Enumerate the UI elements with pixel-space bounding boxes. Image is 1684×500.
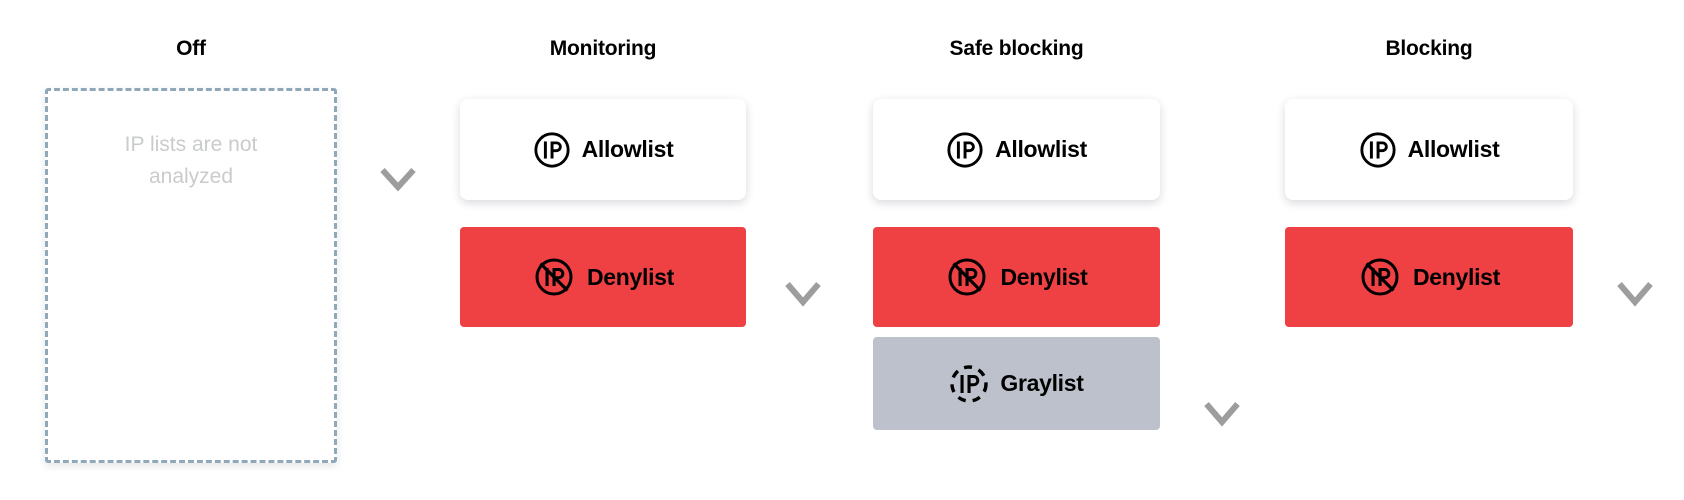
card-denylist-monitoring[interactable]: Denylist [460,227,746,327]
card-allowlist-safe-blocking[interactable]: Allowlist [873,99,1160,200]
arrow-down-icon [1204,88,1240,427]
card-denylist-blocking[interactable]: Denylist [1285,227,1573,327]
card-label: Allowlist [581,136,674,162]
card-label: Allowlist [1407,136,1500,162]
arrow-safe-blocking-to-blocking [1200,86,1244,436]
ip-circle-icon [533,131,570,168]
arrow-down-icon [1617,88,1653,307]
column-title-monitoring: Monitoring [549,37,657,60]
empty-ip-lists-placeholder: IP lists are not analyzed [45,88,337,463]
card-graylist-safe-blocking[interactable]: Graylist [873,337,1160,430]
ip-blocked-icon [948,258,986,296]
arrow-down-icon [380,88,416,192]
ip-dashed-circle-icon [950,364,989,403]
card-label: Graylist [1000,370,1084,396]
arrow-blocking-end [1613,86,1657,316]
arrow-monitoring-to-safe-blocking [781,86,825,316]
ip-circle-icon [947,131,983,168]
card-label: Denylist [586,263,675,290]
card-allowlist-monitoring[interactable]: Allowlist [460,99,746,200]
card-denylist-safe-blocking[interactable]: Denylist [873,227,1160,327]
arrow-down-icon [785,88,821,307]
column-title-off: Off [176,37,206,60]
card-label: Allowlist [995,136,1087,162]
empty-placeholder-text: IP lists are not analyzed [124,133,258,188]
column-title-blocking: Blocking [1385,37,1473,60]
arrow-off-to-monitoring [376,86,420,201]
card-allowlist-blocking[interactable]: Allowlist [1285,99,1573,200]
card-label: Denylist [1000,263,1088,290]
column-title-safe-blocking: Safe blocking [949,37,1084,60]
ip-blocked-icon [1361,258,1399,296]
card-label: Denylist [1412,263,1501,290]
ip-blocked-icon [535,258,573,296]
ip-circle-icon [1359,131,1396,168]
